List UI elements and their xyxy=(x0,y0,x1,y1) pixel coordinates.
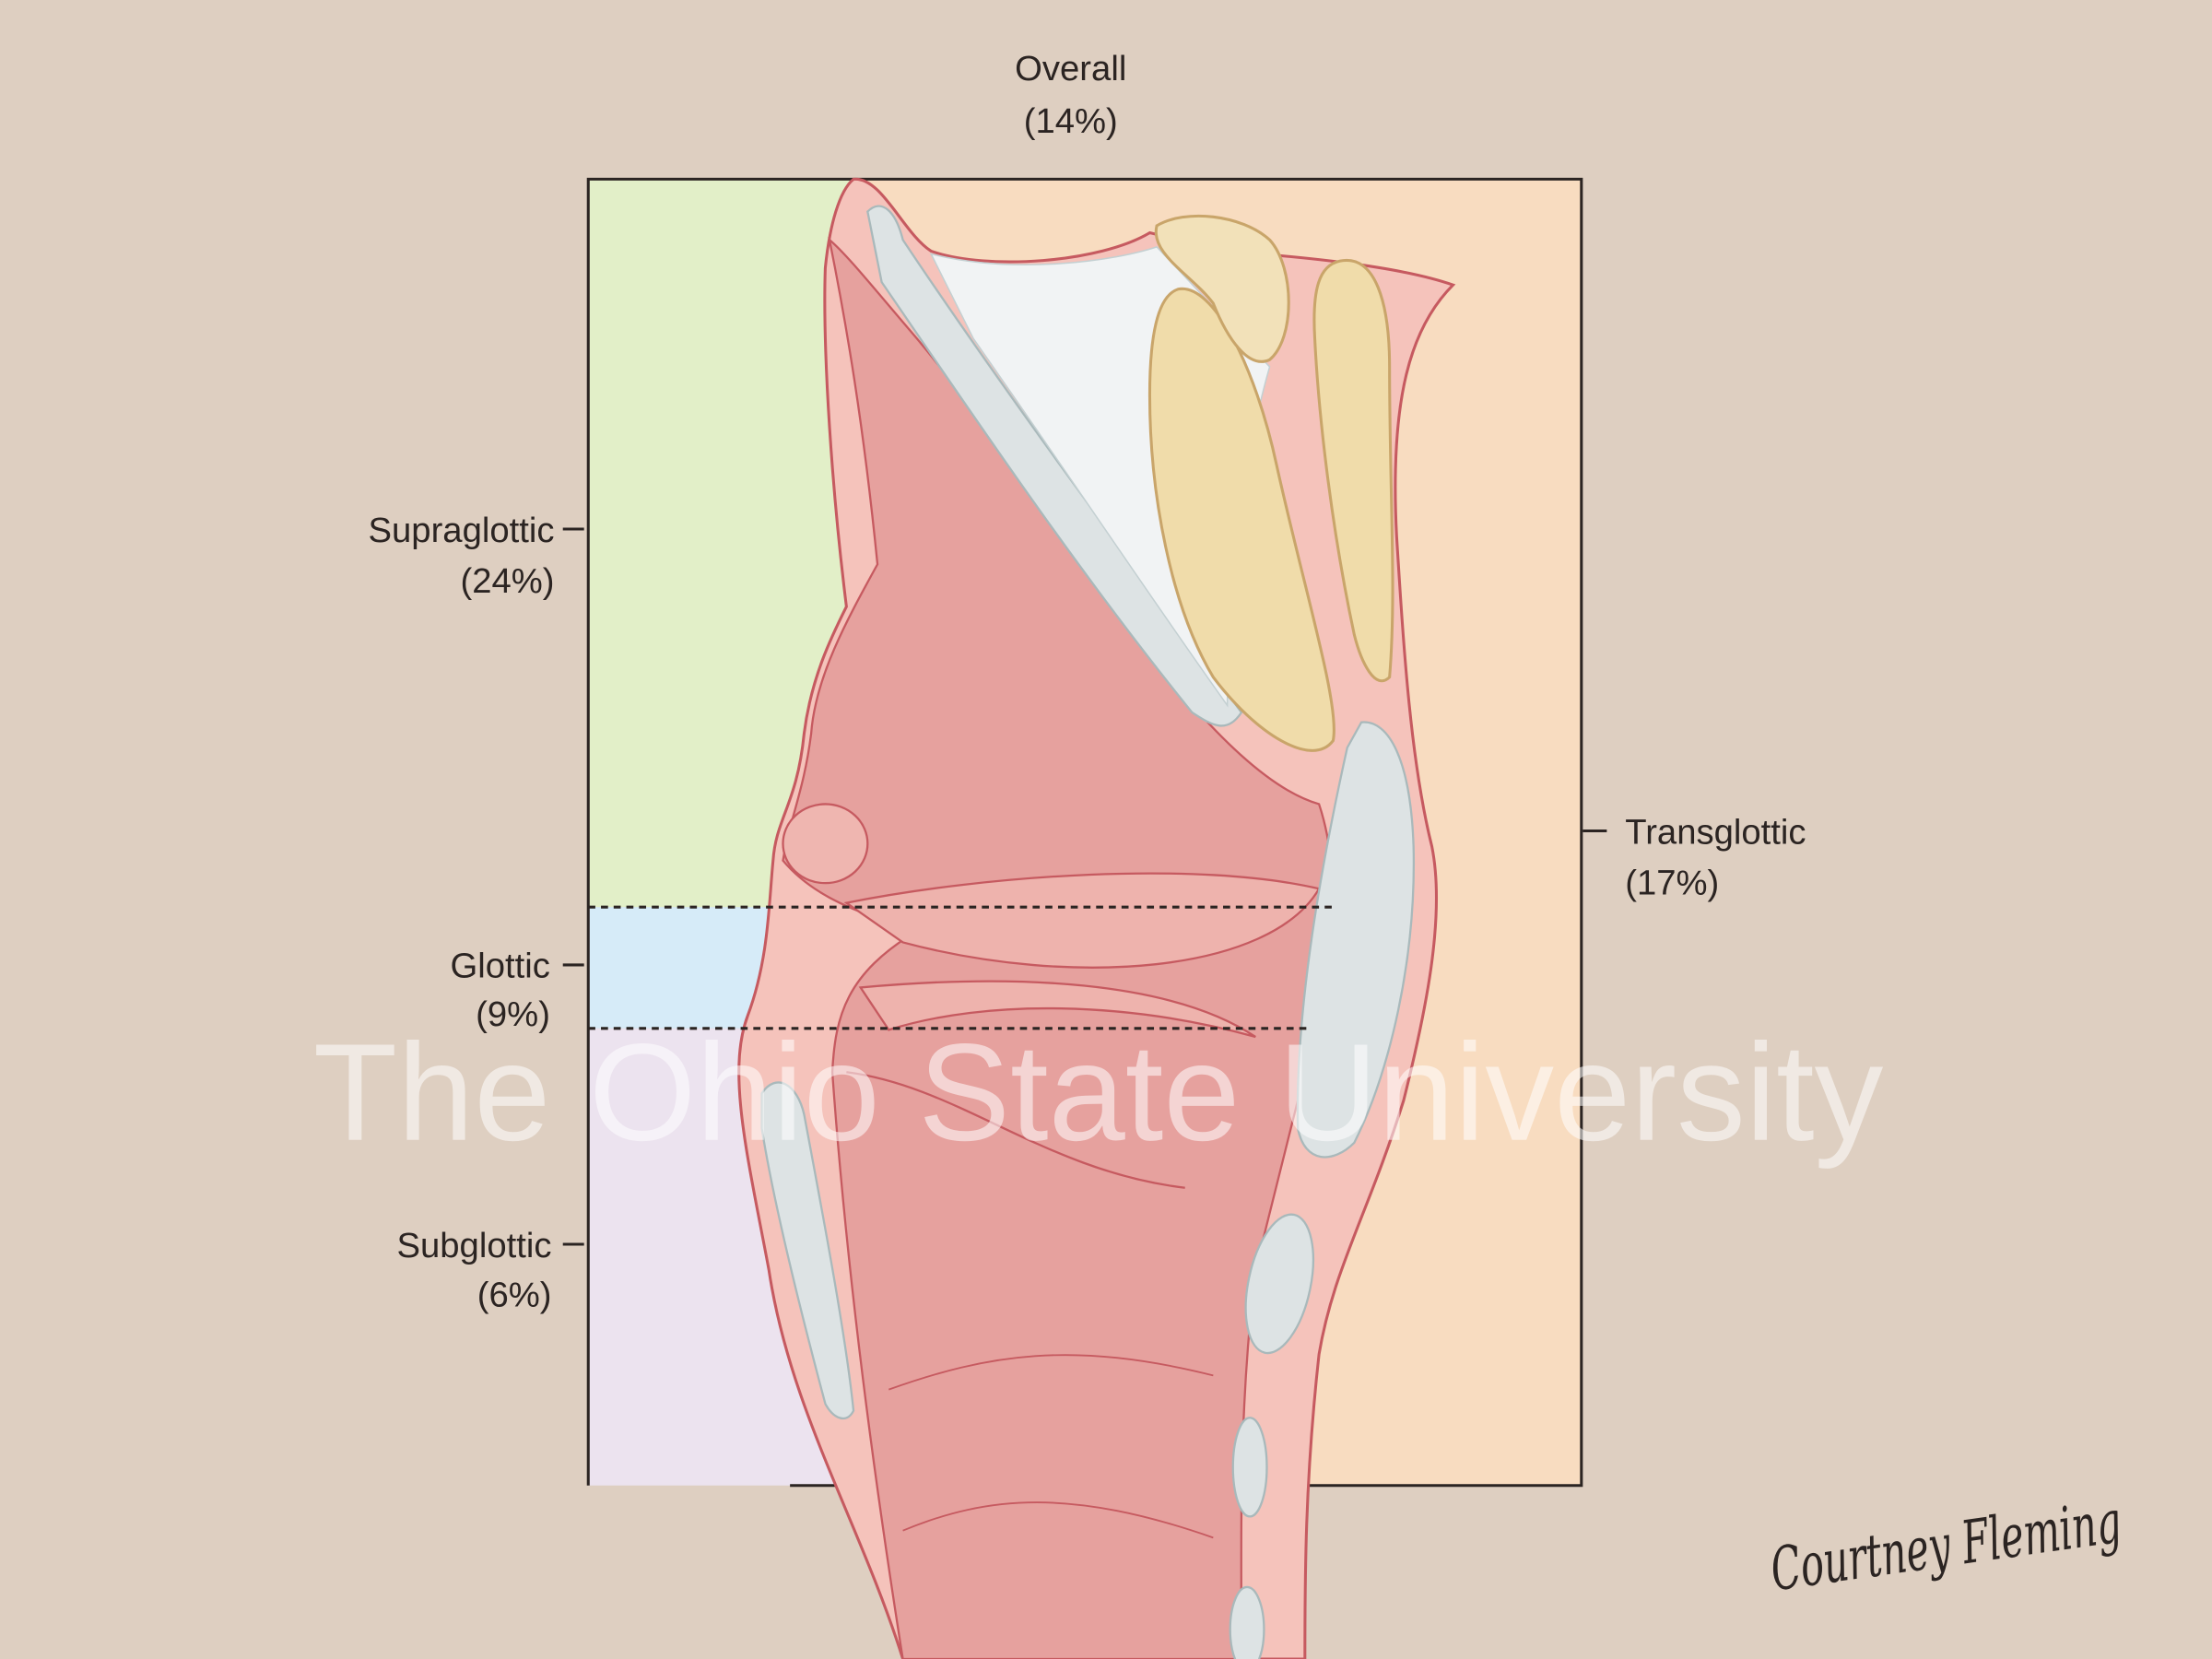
thyroid-cartilage xyxy=(1296,721,1416,1159)
cricoid-cartilage-posterior xyxy=(1244,1213,1314,1355)
region-frame xyxy=(586,177,1583,1488)
tracheal-ring-line xyxy=(888,1354,1214,1391)
artist-signature: Courtney Fleming xyxy=(1767,1488,2125,1606)
glottic-percent: (9%) xyxy=(476,994,550,1034)
supraglottic-percent: (24%) xyxy=(460,561,554,601)
hyoid-bone xyxy=(1154,214,1290,363)
epiglottic-cartilage xyxy=(866,205,1243,727)
overall-label: Overall xyxy=(1015,49,1126,88)
subglottic-percent: (6%) xyxy=(477,1275,552,1314)
overall-percent: (14%) xyxy=(1024,101,1118,141)
transglottic-label: Transglottic xyxy=(1625,812,1806,852)
tracheal-cartilage xyxy=(1231,1417,1268,1518)
arytenoid-bump xyxy=(782,803,869,885)
supraglottic-label: Supraglottic xyxy=(369,511,555,550)
transglottic-percent: (17%) xyxy=(1625,863,1719,902)
glottic-label: Glottic xyxy=(451,947,550,986)
watermark: The Ohio State University xyxy=(313,1015,1884,1170)
ventricle-fold-line xyxy=(846,1071,1185,1189)
paraglottic-fat xyxy=(1312,258,1394,683)
preepiglottic-fat xyxy=(1147,287,1335,752)
subglottic-label: Subglottic xyxy=(396,1226,551,1265)
tracheal-cartilage xyxy=(1229,1585,1265,1659)
tracheal-ring-line xyxy=(902,1501,1214,1539)
cricoid-cartilage-anterior xyxy=(760,1081,855,1420)
true-vocal-fold xyxy=(858,980,1256,1039)
